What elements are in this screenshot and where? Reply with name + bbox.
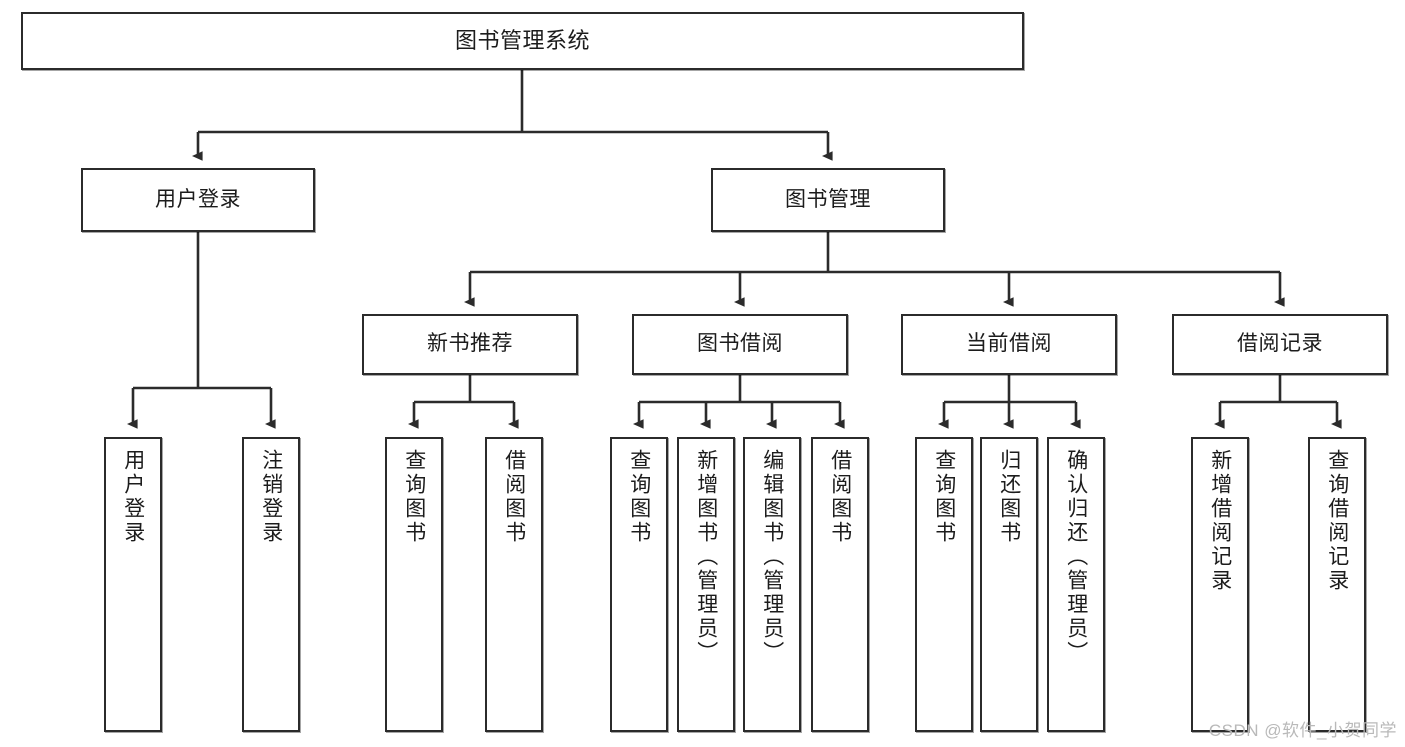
leaf-confirm-return-admin[interactable]: 确认归还（管理员） bbox=[1047, 437, 1105, 732]
node-root-system[interactable]: 图书管理系统 bbox=[21, 12, 1024, 70]
node-label: 编辑图书（管理员） bbox=[760, 449, 784, 665]
leaf-add-borrow-record[interactable]: 新增借阅记录 bbox=[1191, 437, 1249, 732]
node-user-login[interactable]: 用户登录 bbox=[81, 168, 315, 232]
node-label: 图书借阅 bbox=[697, 332, 783, 356]
watermark-text: CSDN @软件_小贺同学 bbox=[1208, 721, 1397, 740]
node-label: 确认归还（管理员） bbox=[1064, 449, 1088, 665]
node-label: 注销登录 bbox=[259, 449, 283, 545]
leaf-return-book[interactable]: 归还图书 bbox=[980, 437, 1038, 732]
node-label: 查询图书 bbox=[627, 449, 651, 545]
node-label: 借阅图书 bbox=[828, 449, 852, 545]
node-label: 查询图书 bbox=[932, 449, 956, 545]
node-label: 归还图书 bbox=[997, 449, 1021, 545]
node-new-book-recommend[interactable]: 新书推荐 bbox=[362, 314, 578, 375]
leaf-query-book-borrow[interactable]: 查询图书 bbox=[610, 437, 668, 732]
leaf-borrow-book[interactable]: 借阅图书 bbox=[811, 437, 869, 732]
leaf-edit-book-admin[interactable]: 编辑图书（管理员） bbox=[743, 437, 801, 732]
node-label: 用户登录 bbox=[121, 449, 145, 545]
node-label: 新书推荐 bbox=[427, 332, 513, 356]
leaf-borrow-book-recommend[interactable]: 借阅图书 bbox=[485, 437, 543, 732]
leaf-user-login[interactable]: 用户登录 bbox=[104, 437, 162, 732]
node-label: 当前借阅 bbox=[966, 332, 1052, 356]
node-label: 查询借阅记录 bbox=[1325, 449, 1349, 593]
node-label: 新增图书（管理员） bbox=[694, 449, 718, 665]
leaf-user-logout[interactable]: 注销登录 bbox=[242, 437, 300, 732]
node-book-management[interactable]: 图书管理 bbox=[711, 168, 945, 232]
node-label: 借阅记录 bbox=[1237, 332, 1323, 356]
node-label: 新增借阅记录 bbox=[1208, 449, 1232, 593]
leaf-query-book-recommend[interactable]: 查询图书 bbox=[385, 437, 443, 732]
leaf-add-book-admin[interactable]: 新增图书（管理员） bbox=[677, 437, 735, 732]
node-label: 图书管理 bbox=[785, 187, 871, 211]
node-label: 借阅图书 bbox=[502, 449, 526, 545]
node-book-borrow[interactable]: 图书借阅 bbox=[632, 314, 848, 375]
leaf-query-borrow-record[interactable]: 查询借阅记录 bbox=[1308, 437, 1366, 732]
node-label: 查询图书 bbox=[402, 449, 426, 545]
node-label: 图书管理系统 bbox=[454, 27, 590, 53]
node-label: 用户登录 bbox=[155, 187, 241, 211]
node-borrow-record[interactable]: 借阅记录 bbox=[1172, 314, 1388, 375]
node-current-borrow[interactable]: 当前借阅 bbox=[901, 314, 1117, 375]
leaf-query-book-current[interactable]: 查询图书 bbox=[915, 437, 973, 732]
